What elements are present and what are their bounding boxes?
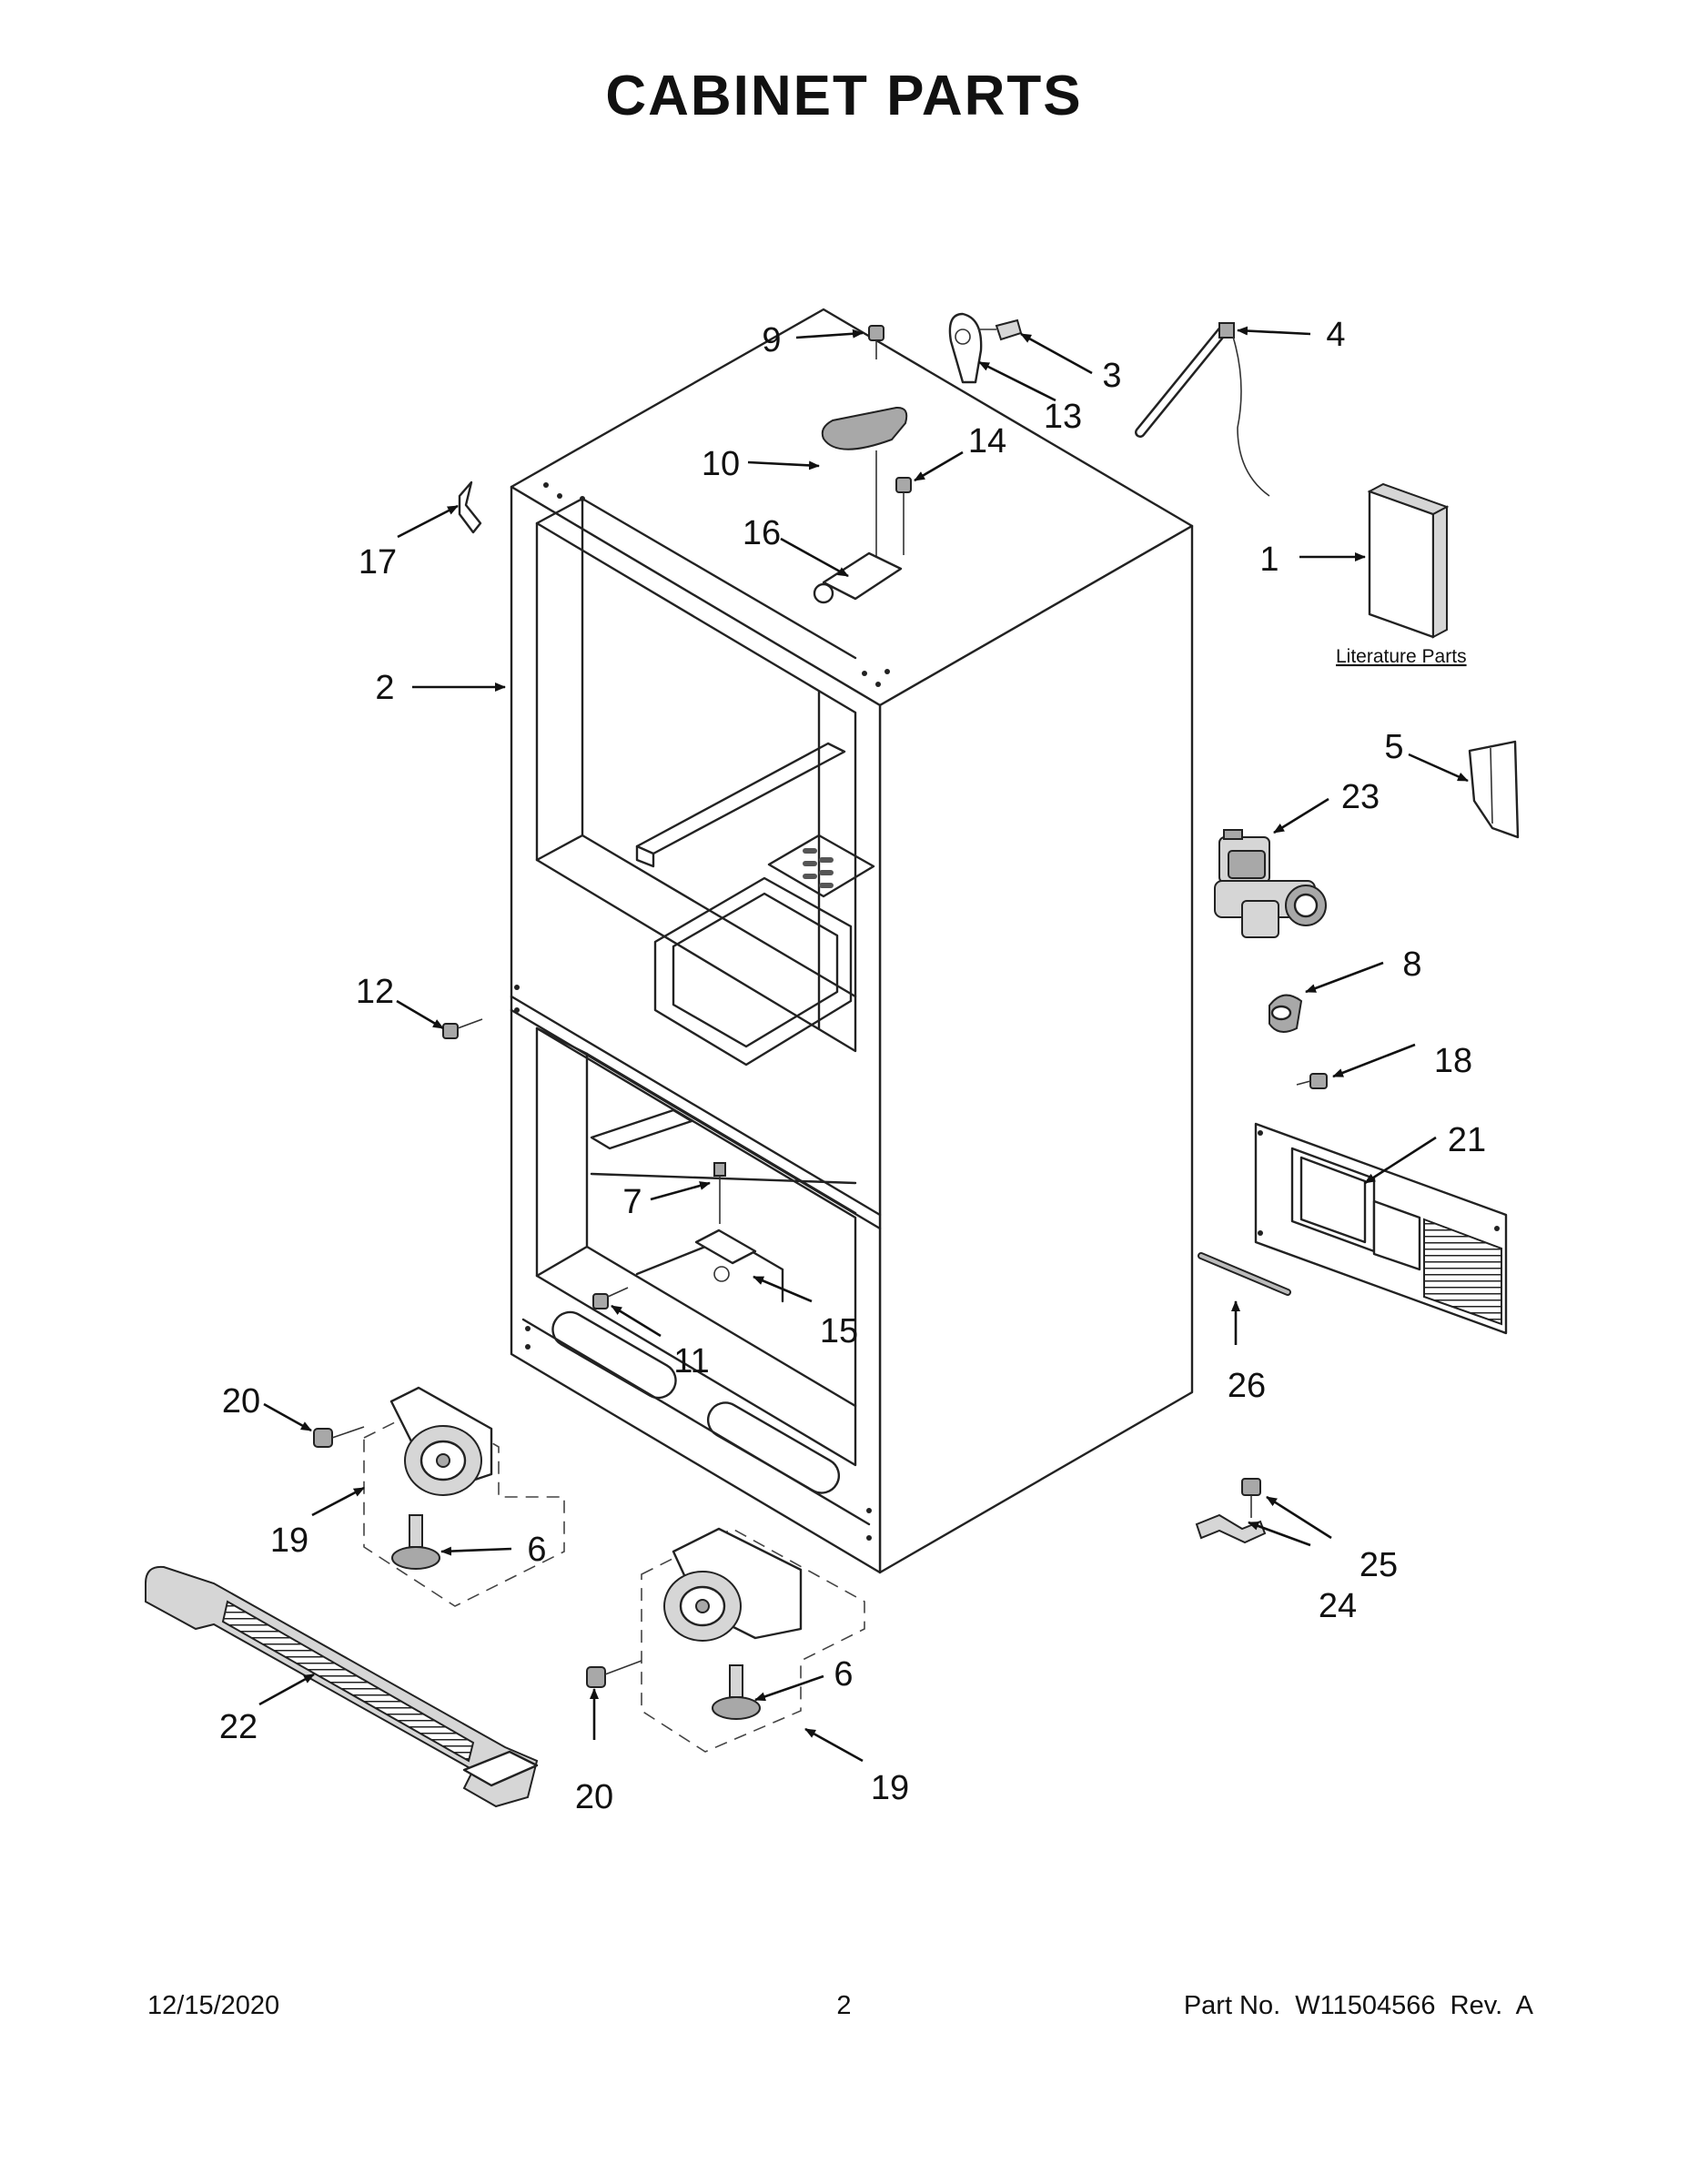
top-hinge-assembly bbox=[813, 312, 1023, 604]
top-hinge-16 bbox=[822, 551, 903, 601]
callout-arrows bbox=[258, 326, 1469, 1763]
callout-10: 10 bbox=[702, 445, 740, 483]
callout-2: 2 bbox=[375, 669, 394, 707]
literature-parts-label: Literature Parts bbox=[1336, 646, 1467, 667]
bracket-15 bbox=[694, 1228, 757, 1265]
callout-4: 4 bbox=[1326, 316, 1345, 354]
callout-9: 9 bbox=[762, 321, 781, 359]
screw-18 bbox=[1309, 1073, 1328, 1089]
screw-25 bbox=[1241, 1478, 1261, 1496]
roller-assembly-right bbox=[586, 1527, 865, 1753]
footer-page-number: 2 bbox=[836, 1991, 852, 2020]
footer-date: 12/15/2020 bbox=[147, 1991, 280, 2020]
roller-assembly-left bbox=[313, 1386, 565, 1607]
callout-3: 3 bbox=[1102, 357, 1121, 395]
literature-parts-booklet: Literature Parts bbox=[1336, 482, 1467, 667]
callout-14: 14 bbox=[968, 422, 1006, 460]
hinge-screw-14 bbox=[895, 477, 912, 493]
footer-part-number: Part No. W11504566 Rev. A bbox=[1183, 1991, 1533, 2020]
callout-6b: 6 bbox=[834, 1655, 853, 1694]
callout-20a: 20 bbox=[222, 1382, 260, 1421]
callout-11: 11 bbox=[673, 1342, 709, 1380]
callout-13: 13 bbox=[1044, 398, 1082, 436]
callout-17: 17 bbox=[359, 543, 397, 581]
hinge-cover-10 bbox=[821, 406, 908, 450]
callout-16: 16 bbox=[743, 514, 781, 552]
callout-24: 24 bbox=[1319, 1587, 1357, 1625]
callout-18: 18 bbox=[1434, 1042, 1472, 1080]
callout-numbers: 1 2 3 4 5 6 6 7 8 9 10 11 12 13 14 15 16… bbox=[219, 316, 1486, 1816]
clip-17 bbox=[458, 480, 482, 534]
callout-22: 22 bbox=[219, 1708, 258, 1746]
callout-8: 8 bbox=[1402, 945, 1421, 984]
callout-1: 1 bbox=[1259, 541, 1279, 579]
callout-15: 15 bbox=[820, 1312, 858, 1350]
callout-12: 12 bbox=[356, 973, 394, 1011]
cover-21 bbox=[1254, 1122, 1508, 1335]
grommet-8 bbox=[1269, 994, 1303, 1033]
right-side-parts bbox=[1195, 740, 1520, 1544]
water-tube bbox=[1135, 322, 1270, 497]
hinge-bracket-13 bbox=[948, 312, 983, 384]
callout-5: 5 bbox=[1384, 728, 1403, 766]
callout-20b: 20 bbox=[575, 1778, 613, 1816]
callout-26: 26 bbox=[1228, 1367, 1266, 1405]
water-valve-23 bbox=[1214, 829, 1327, 938]
callout-19b: 19 bbox=[871, 1769, 909, 1807]
callout-23: 23 bbox=[1341, 778, 1380, 816]
base-grille-22 bbox=[145, 1565, 539, 1808]
page-title: CABINET PARTS bbox=[605, 65, 1083, 127]
callout-25: 25 bbox=[1359, 1546, 1398, 1584]
bracket-5 bbox=[1468, 740, 1520, 839]
callout-21: 21 bbox=[1448, 1121, 1486, 1159]
callout-7: 7 bbox=[622, 1183, 642, 1221]
cabinet-shell bbox=[510, 308, 1194, 1574]
callout-6a: 6 bbox=[527, 1531, 546, 1569]
screws-left bbox=[442, 1018, 757, 1309]
clamp-24 bbox=[1195, 1513, 1267, 1544]
hinge-screw-9 bbox=[868, 325, 884, 341]
callout-19a: 19 bbox=[270, 1522, 308, 1560]
